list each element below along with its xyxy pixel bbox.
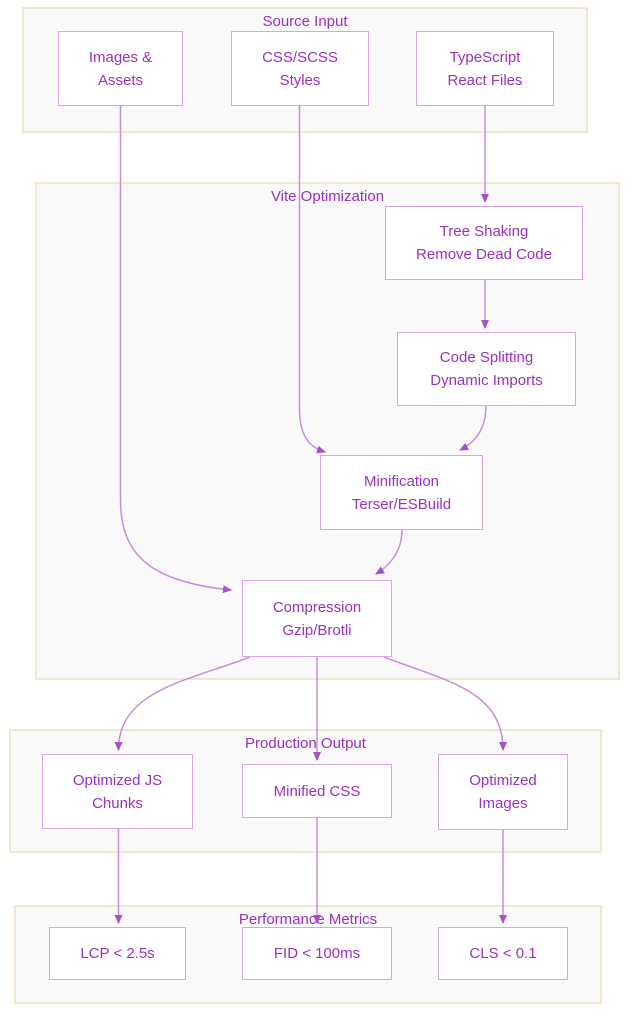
node-minified-css: Minified CSS: [242, 764, 392, 818]
node-typescript-react-line1: TypeScript: [449, 48, 521, 66]
node-optimized-js-line2: Chunks: [92, 794, 143, 812]
node-code-splitting: Code Splitting Dynamic Imports: [397, 332, 576, 406]
node-cls-line1: CLS < 0.1: [469, 945, 537, 962]
node-compression-line2: Gzip/Brotli: [282, 621, 352, 639]
node-cls: CLS < 0.1: [438, 927, 568, 980]
node-typescript-react: TypeScript React Files: [416, 31, 554, 106]
node-compression: Compression Gzip/Brotli: [242, 580, 392, 657]
node-minification-line2: Terser/ESBuild: [351, 495, 452, 513]
node-optimized-images-line1: Optimized: [469, 772, 537, 789]
section-performance-metrics-label: Performance Metrics: [238, 911, 378, 928]
node-optimized-images-line2: Images: [478, 795, 528, 812]
node-tree-shaking-line1: Tree Shaking: [439, 223, 529, 240]
node-lcp-line1: LCP < 2.5s: [80, 945, 155, 962]
node-code-splitting-line2: Dynamic Imports: [430, 372, 543, 389]
node-minified-css-line1: Minified CSS: [273, 782, 361, 800]
node-images-assets-line1: Images &: [88, 48, 153, 66]
node-optimized-js: Optimized JS Chunks: [42, 754, 193, 829]
node-code-splitting-line1: Code Splitting: [439, 349, 534, 366]
node-css-scss-line1: CSS/SCSS: [262, 48, 338, 66]
node-minification-line1: Minification: [363, 472, 440, 490]
node-css-scss: CSS/SCSS Styles: [231, 31, 369, 106]
node-optimized-images: Optimized Images: [438, 754, 568, 830]
node-images-assets-line2: Assets: [97, 71, 143, 89]
node-fid: FID < 100ms: [242, 927, 392, 980]
node-minification: Minification Terser/ESBuild: [320, 455, 483, 530]
node-tree-shaking-line2: Remove Dead Code: [416, 246, 552, 263]
node-images-assets: Images & Assets: [58, 31, 183, 106]
node-optimized-js-line1: Optimized JS: [72, 771, 163, 789]
node-lcp: LCP < 2.5s: [49, 927, 186, 980]
node-tree-shaking: Tree Shaking Remove Dead Code: [385, 206, 583, 280]
section-production-output-label: Production Output: [245, 735, 366, 752]
section-source-input-label: Source Input: [262, 13, 348, 30]
node-compression-line1: Compression: [272, 598, 362, 616]
node-fid-line1: FID < 100ms: [273, 945, 361, 962]
node-typescript-react-line2: React Files: [447, 71, 523, 89]
node-css-scss-line2: Styles: [279, 71, 321, 89]
section-vite-optimization-label: Vite Optimization: [270, 188, 385, 205]
